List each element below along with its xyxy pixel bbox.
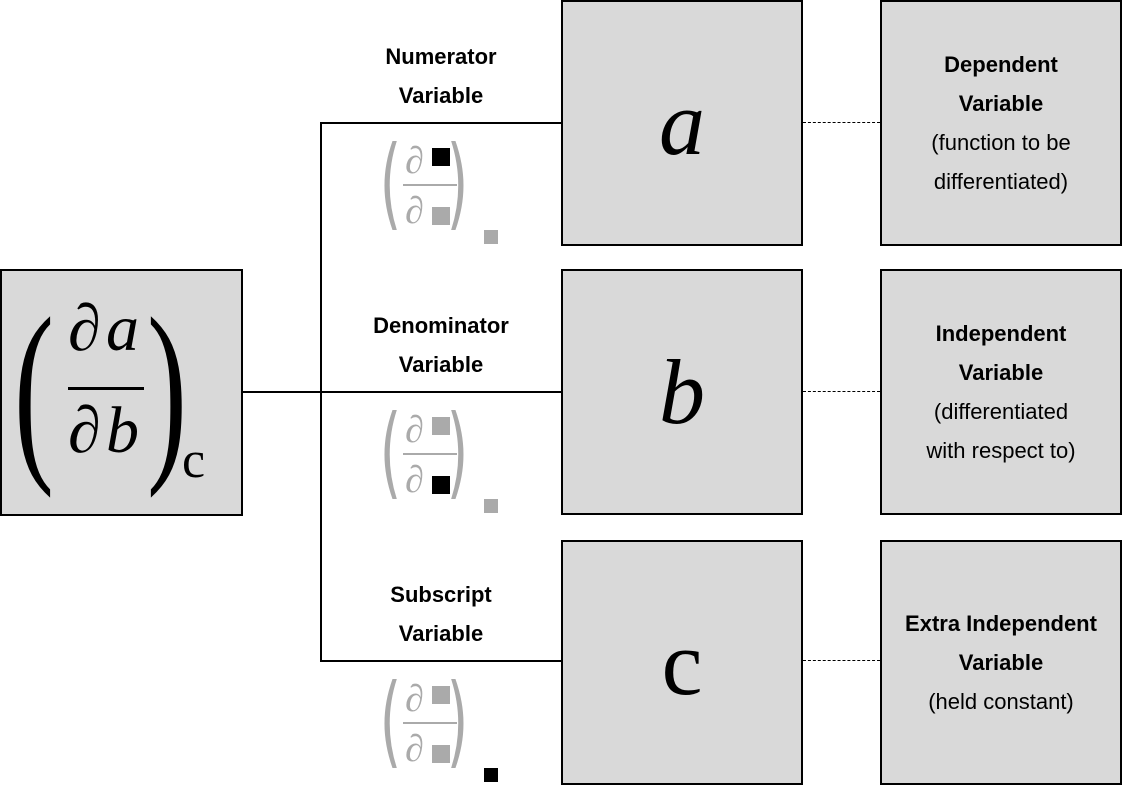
row-label: Numerator Variable	[341, 37, 541, 115]
numerator-symbol: ∂	[68, 292, 101, 365]
variable-box-c: c	[561, 540, 803, 785]
connector-main	[242, 391, 321, 393]
subscript-var: c	[182, 432, 206, 489]
desc-text: (differentiated	[933, 399, 1069, 424]
subscript-slot	[484, 230, 498, 244]
description-box: Independent Variable (differentiated wit…	[880, 269, 1122, 515]
mini-partial-top: ∂	[405, 409, 424, 451]
mini-fraction-bar	[403, 184, 457, 186]
mini-formula-subscript: ( ∂ ∂ )	[380, 666, 503, 784]
desc-text: (function to be	[931, 130, 1071, 155]
left-paren: (	[14, 278, 54, 499]
mini-partial-top: ∂	[405, 140, 424, 182]
desc-title: Variable	[958, 360, 1044, 385]
variable-symbol: a	[659, 72, 705, 174]
denominator-slot	[432, 476, 450, 494]
subscript-slot	[484, 768, 498, 782]
numerator-slot	[432, 686, 450, 704]
description-box: Dependent Variable (function to be diffe…	[880, 0, 1122, 246]
desc-title: Variable	[958, 91, 1044, 116]
subscript-slot	[484, 499, 498, 513]
desc-title: Variable	[958, 650, 1044, 675]
mini-partial-top: ∂	[405, 678, 424, 720]
label-line: Variable	[398, 352, 484, 377]
partial-derivative-box: ( ∂ a ∂ b ) c	[0, 269, 243, 516]
mini-right-paren: )	[446, 662, 469, 779]
label-line: Subscript	[390, 582, 492, 607]
desc-text: with respect to)	[926, 438, 1076, 463]
desc-text: (held constant)	[928, 689, 1074, 714]
numerator-slot	[432, 417, 450, 435]
mini-left-paren: (	[379, 124, 402, 241]
label-line: Denominator	[373, 313, 509, 338]
mini-fraction-bar	[403, 722, 457, 724]
partial-derivative-formula: ( ∂ a ∂ b ) c	[2, 271, 241, 514]
denominator-symbol: ∂	[68, 394, 101, 467]
dashed-connector	[803, 660, 880, 661]
right-paren: )	[147, 278, 187, 499]
mini-formula-denominator: ( ∂ ∂ )	[380, 397, 503, 515]
connector-row-1	[320, 122, 562, 124]
description-box: Extra Independent Variable (held constan…	[880, 540, 1122, 785]
desc-text: differentiated)	[933, 169, 1069, 194]
desc-title: Independent	[935, 321, 1067, 346]
label-line: Variable	[398, 621, 484, 646]
variable-box-a: a	[561, 0, 803, 246]
denominator-slot	[432, 207, 450, 225]
numerator-slot	[432, 148, 450, 166]
mini-partial-bottom: ∂	[405, 728, 424, 770]
variable-symbol: c	[661, 611, 703, 714]
mini-partial-bottom: ∂	[405, 459, 424, 501]
row-label: Subscript Variable	[341, 575, 541, 653]
mini-partial-bottom: ∂	[405, 190, 424, 232]
connector-row-3	[320, 660, 562, 662]
mini-formula-numerator: ( ∂ ∂ )	[380, 128, 503, 246]
desc-title: Dependent	[944, 52, 1058, 77]
label-line: Variable	[398, 83, 484, 108]
mini-left-paren: (	[379, 393, 402, 510]
numerator-var: a	[106, 292, 139, 365]
mini-right-paren: )	[446, 124, 469, 241]
denominator-var: b	[106, 394, 139, 467]
fraction-bar	[68, 387, 144, 390]
dashed-connector	[803, 391, 880, 392]
dashed-connector	[803, 122, 880, 123]
connector-row-2	[320, 391, 562, 393]
variable-box-b: b	[561, 269, 803, 515]
desc-title: Extra Independent	[905, 611, 1097, 636]
mini-right-paren: )	[446, 393, 469, 510]
mini-fraction-bar	[403, 453, 457, 455]
label-line: Numerator	[385, 44, 497, 69]
denominator-slot	[432, 745, 450, 763]
row-label: Denominator Variable	[341, 306, 541, 384]
mini-left-paren: (	[379, 662, 402, 779]
variable-symbol: b	[659, 341, 705, 443]
